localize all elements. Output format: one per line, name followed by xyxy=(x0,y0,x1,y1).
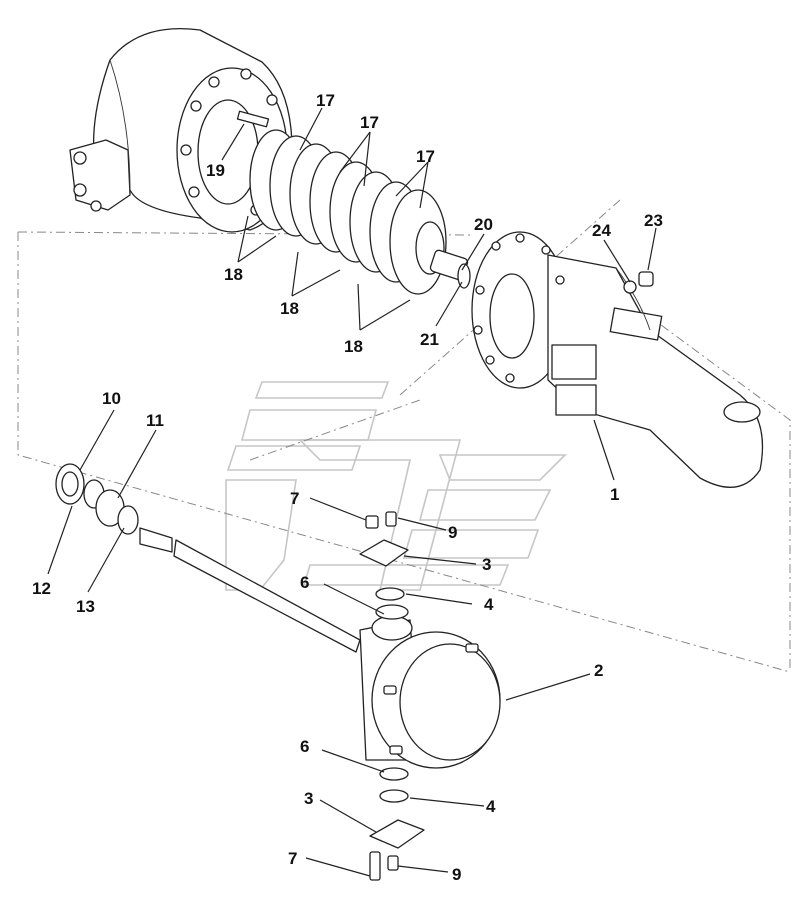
callout-1: 1 xyxy=(610,485,619,504)
callout-20: 20 xyxy=(474,215,493,234)
kingpin-lower xyxy=(369,767,425,881)
callout-18-a: 18 xyxy=(224,265,243,284)
breather-parts xyxy=(623,271,654,294)
callout-13: 13 xyxy=(76,597,95,616)
callout-23: 23 xyxy=(644,211,663,230)
callout-17-c: 17 xyxy=(416,147,435,166)
callout-4-b: 4 xyxy=(486,797,496,816)
callout-7-b: 7 xyxy=(288,849,297,868)
callout-18-b: 18 xyxy=(280,299,299,318)
callout-9-b: 9 xyxy=(452,865,461,884)
callout-12: 12 xyxy=(32,579,51,598)
callout-24: 24 xyxy=(592,221,611,240)
leader-lines xyxy=(47,107,657,877)
axle-housing xyxy=(471,231,764,488)
callout-4-a: 4 xyxy=(484,595,494,614)
callout-9-a: 9 xyxy=(448,523,457,542)
callout-17-a: 17 xyxy=(316,91,335,110)
flange-bolt-holes xyxy=(473,233,565,383)
callout-7-a: 7 xyxy=(290,489,299,508)
callout-labels: 17 17 17 19 18 18 18 20 21 24 23 1 10 11… xyxy=(32,91,663,884)
kingpin-upper xyxy=(359,511,409,620)
callout-21: 21 xyxy=(420,330,439,349)
callout-19: 19 xyxy=(206,161,225,180)
callout-2: 2 xyxy=(594,661,603,680)
callout-6-a: 6 xyxy=(300,573,309,592)
callout-11: 11 xyxy=(146,411,164,430)
callout-18-c: 18 xyxy=(344,337,363,356)
drive-shaft xyxy=(55,463,361,653)
callout-3-a: 3 xyxy=(482,555,491,574)
wheel-hub xyxy=(359,615,501,769)
brake-disc-stack xyxy=(249,129,471,295)
callout-17-b: 17 xyxy=(360,113,379,132)
callout-10: 10 xyxy=(102,389,121,408)
callout-6-b: 6 xyxy=(300,737,309,756)
callout-3-b: 3 xyxy=(304,789,313,808)
